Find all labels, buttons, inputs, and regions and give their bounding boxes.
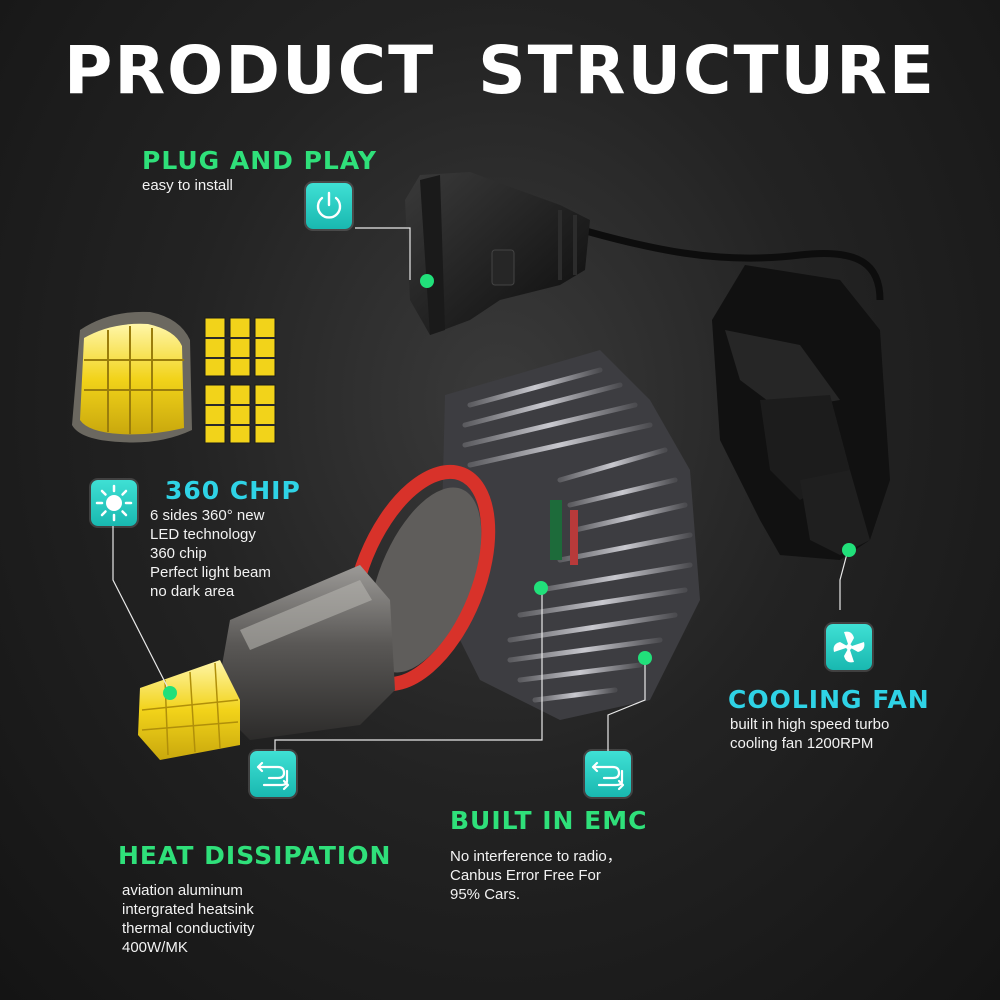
built-in-emc-line: No interference to radio，: [450, 848, 622, 865]
heat-dissipation-title: HEAT DISSIPATION: [118, 841, 392, 870]
heat-dissipation-line: aviation aluminum: [122, 882, 243, 899]
plug-and-play-title: PLUG AND PLAY: [142, 146, 377, 175]
led-chip-head: [138, 660, 240, 760]
built-in-emc-line: 95% Cars.: [450, 886, 521, 903]
plug-and-play-line: easy to install: [142, 177, 233, 194]
heat-dissipation-line: thermal conductivity: [122, 920, 255, 937]
chip-360-line: Perfect light beam: [150, 564, 271, 581]
power-icon: [306, 183, 352, 229]
chip-strips: [204, 317, 276, 444]
heat-dissipation-line: intergrated heatsink: [122, 901, 254, 918]
plug-connector: [405, 172, 590, 335]
chip-360-line: 360 chip: [150, 545, 207, 562]
power-cable: [564, 221, 884, 301]
current-icon: [585, 751, 631, 797]
leader-lines: [112, 227, 849, 758]
chip-360-title: 360 CHIP: [165, 476, 301, 505]
page-title: PRODUCT STRUCTURE: [63, 32, 937, 109]
cooling-fan-line: cooling fan 1200RPM: [730, 735, 874, 752]
fan-icon: [826, 624, 872, 670]
heatsink: [440, 350, 700, 720]
fan-housing: [712, 265, 890, 560]
heat-dissipation-desc: aviation aluminum intergrated heatsink t…: [122, 881, 255, 957]
heat-flow-icon: [250, 751, 296, 797]
chip-360-line: no dark area: [150, 583, 235, 600]
chip-closeup: [72, 311, 192, 443]
built-in-emc-line: Canbus Error Free For: [450, 867, 601, 884]
cooling-fan-desc: built in high speed turbo cooling fan 12…: [730, 715, 889, 753]
chip-360-line: LED technology: [150, 526, 256, 543]
built-in-emc-title: BUILT IN EMC: [450, 806, 648, 835]
plug-and-play-desc: easy to install: [142, 176, 233, 195]
sun-icon: [91, 480, 137, 526]
chip-360-desc: 6 sides 360° new LED technology 360 chip…: [150, 506, 271, 601]
cooling-fan-title: COOLING FAN: [728, 685, 930, 714]
built-in-emc-desc: No interference to radio， Canbus Error F…: [450, 847, 622, 904]
chip-360-line: 6 sides 360° new: [150, 507, 265, 524]
heat-dissipation-line: 400W/MK: [122, 939, 188, 956]
marker-dots: [163, 274, 856, 700]
cooling-fan-line: built in high speed turbo: [730, 716, 890, 733]
